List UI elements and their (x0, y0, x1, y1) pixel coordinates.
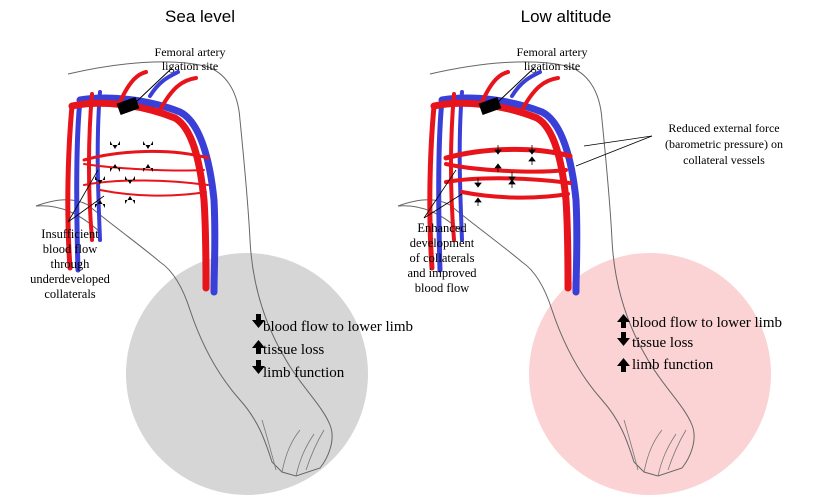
collateral-label-line-4: underdeveloped (30, 272, 111, 286)
up-arrow-icon (495, 164, 501, 168)
outcome-blood-flow: blood flow to lower limb (632, 315, 782, 331)
collateral-label-line-4: and improved (407, 266, 477, 280)
outcome-limb-function: limb function (263, 365, 345, 381)
ligation-label-line-1: Femoral artery (517, 45, 588, 59)
outcome-tissue-loss: tissue loss (632, 335, 693, 351)
collateral-label-line-3: through (51, 257, 91, 271)
collateral-label-line-5: collaterals (44, 287, 95, 301)
ligation-label-line-2: ligation site (162, 59, 218, 73)
collateral-leader-line (68, 170, 98, 222)
outcome-limb-function: limb function (632, 357, 714, 373)
sea-level-title: Sea level (165, 7, 235, 26)
low-altitude-title: Low altitude (521, 7, 612, 26)
low-altitude-panel: Low altitude (398, 7, 783, 495)
up-arrow-icon (143, 164, 153, 172)
sea-level-panel: Sea level Femoral artery ligation site (30, 7, 413, 495)
pressure-label-line-1: Reduced external force (668, 121, 779, 135)
pressure-label-line-3: collateral vessels (683, 153, 765, 167)
down-arrow-icon (125, 176, 135, 184)
up-arrow-icon (475, 198, 481, 202)
collateral-label-line-1: Insufficient (41, 227, 99, 241)
down-arrow-icon (110, 141, 120, 149)
down-arrow-icon (143, 141, 153, 149)
up-arrow-icon (509, 180, 515, 184)
up-arrow-icon (110, 164, 120, 172)
ligation-label-line-1: Femoral artery (155, 45, 226, 59)
pressure-label-line-2: (barometric pressure) on (665, 137, 783, 151)
outcome-blood-flow: blood flow to lower limb (263, 319, 413, 335)
down-arrow-icon (475, 183, 481, 187)
ligation-label-line-2: ligation site (524, 59, 580, 73)
up-arrow-icon (125, 196, 135, 204)
collateral-label-line-5: blood flow (415, 281, 470, 295)
collateral-label-line-2: development (410, 236, 475, 250)
collateral-label-line-3: of collaterals (410, 251, 475, 265)
up-arrow-icon (529, 157, 535, 161)
collateral-label-line-2: blood flow (43, 242, 98, 256)
collateral-label-line-1: Enhanced (417, 221, 467, 235)
pressure-leader-line (576, 136, 652, 166)
pressure-leader-line (584, 136, 652, 146)
outcome-tissue-loss: tissue loss (263, 342, 324, 358)
